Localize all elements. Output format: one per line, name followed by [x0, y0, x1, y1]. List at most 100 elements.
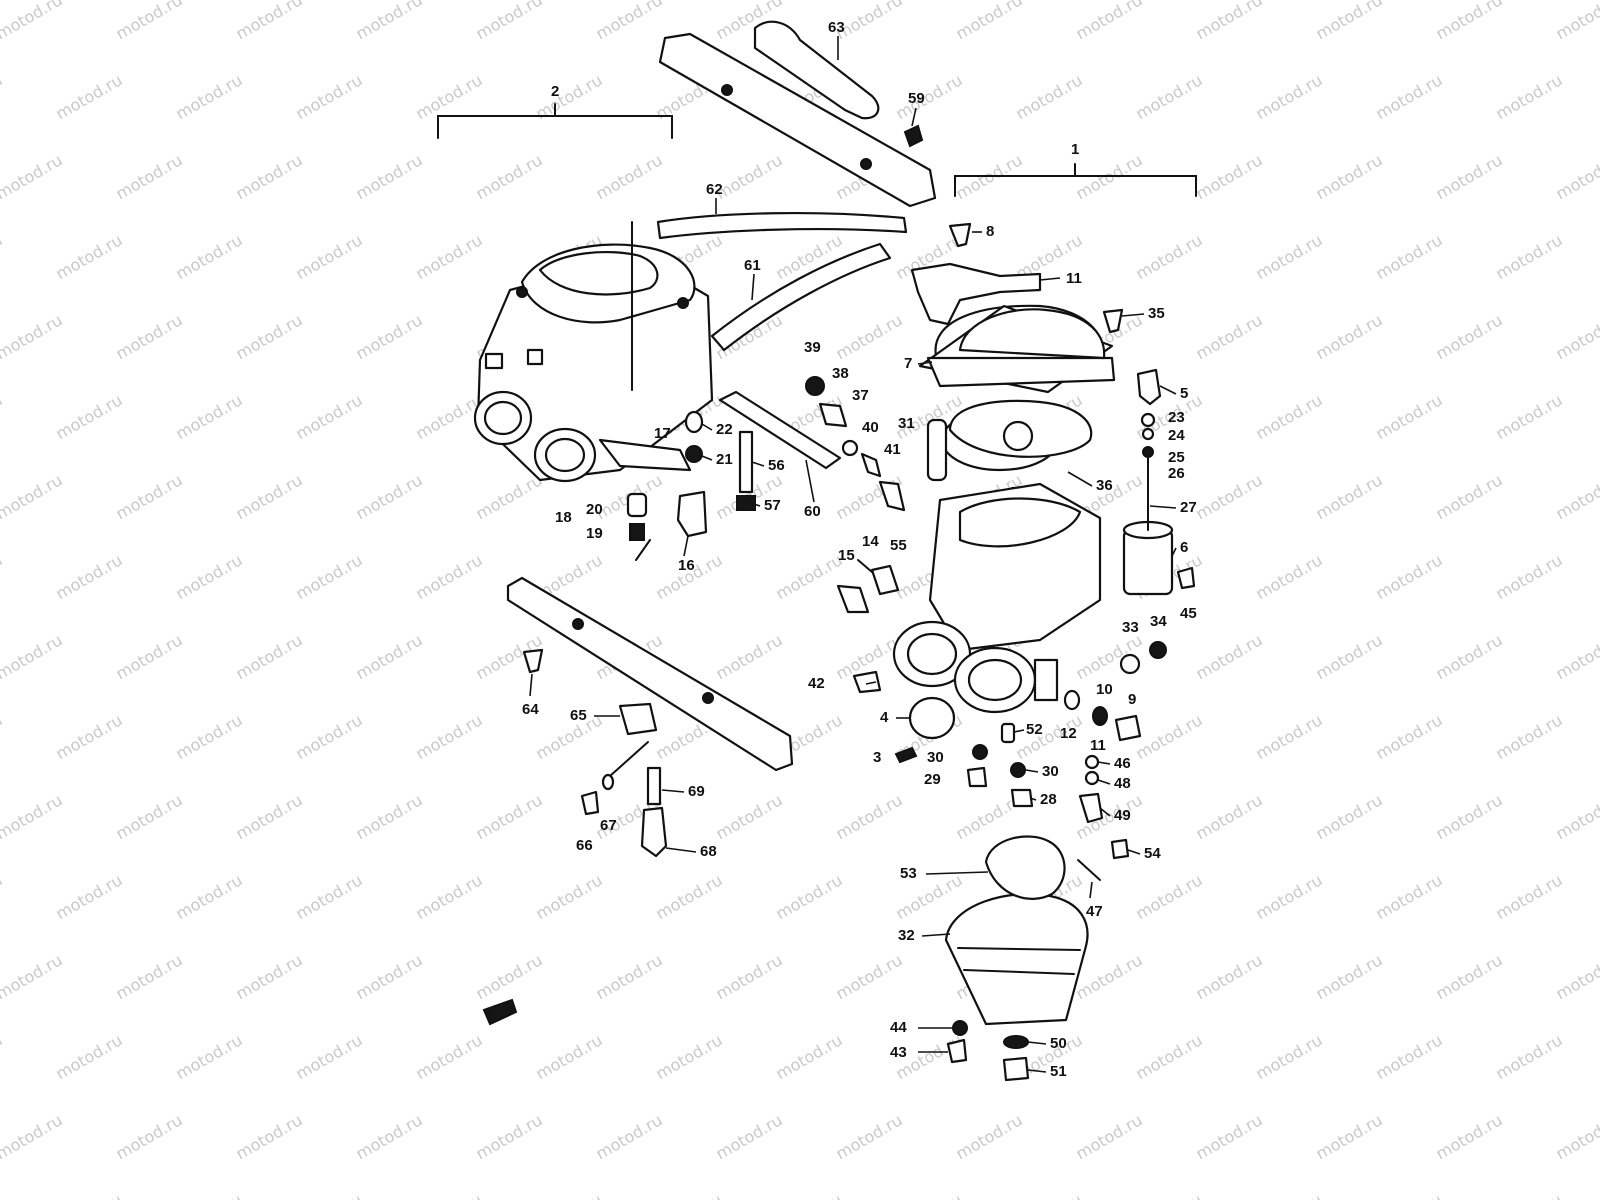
watermark-text: motod.ru	[593, 950, 666, 1003]
callout-36: 36	[1096, 477, 1113, 494]
watermark-text: motod.ru	[53, 1030, 126, 1083]
watermark-text: motod.ru	[53, 70, 126, 123]
callout-26: 26	[1168, 465, 1185, 482]
watermark-text: motod.ru	[1553, 150, 1600, 203]
callout-10: 10	[1096, 681, 1113, 698]
watermark-text: motod.ru	[0, 630, 66, 683]
callout-65: 65	[570, 707, 587, 724]
callout-20: 20	[586, 501, 603, 518]
callout-54: 54	[1144, 845, 1161, 862]
callout-23: 23	[1168, 409, 1185, 426]
callout-25: 25	[1168, 449, 1185, 466]
callout-56: 56	[768, 457, 785, 474]
watermark-text: motod.ru	[413, 870, 486, 923]
watermark-text: motod.ru	[113, 790, 186, 843]
watermark-text: motod.ru	[533, 1030, 606, 1083]
callout-31: 31	[898, 415, 915, 432]
watermark-text: motod.ru	[1493, 230, 1566, 283]
callout-15: 15	[838, 547, 855, 564]
watermark-text: motod.ru	[713, 150, 786, 203]
watermark-text: motod.ru	[0, 0, 66, 43]
watermark-text: motod.ru	[1253, 230, 1326, 283]
callout-52: 52	[1026, 721, 1043, 738]
watermark-text: motod.ru	[113, 310, 186, 363]
watermark-text: motod.ru	[233, 470, 306, 523]
watermark-text: motod.ru	[1553, 310, 1600, 363]
screw-35	[1102, 308, 1124, 334]
watermark-text: motod.ru	[353, 790, 426, 843]
watermark-text: motod.ru	[1133, 710, 1206, 763]
screw-29	[966, 766, 988, 788]
callout-51: 51	[1050, 1063, 1067, 1080]
callout-67: 67	[600, 817, 617, 834]
watermark-text: motod.ru	[353, 150, 426, 203]
callout-28: 28	[1040, 791, 1057, 808]
part-52	[1000, 722, 1016, 744]
watermark-text: motod.ru	[1193, 310, 1266, 363]
watermark-text: motod.ru	[1373, 550, 1446, 603]
callout-49: 49	[1114, 807, 1131, 824]
watermark-text: motod.ru	[413, 550, 486, 603]
watermark-text: motod.ru	[1313, 0, 1386, 43]
pin-47	[1077, 859, 1101, 881]
watermark-text: motod.ru	[293, 710, 366, 763]
watermark-text: motod.ru	[1193, 0, 1266, 43]
callout-69: 69	[688, 783, 705, 800]
watermark-text: motod.ru	[1313, 310, 1386, 363]
group-bracket-1: 1	[954, 141, 1197, 197]
callout-61: 61	[744, 257, 761, 274]
throttle-lever-parts	[836, 559, 900, 614]
callout-29: 29	[924, 771, 941, 788]
watermark-text: motod.ru	[893, 1190, 966, 1200]
watermark-text: motod.ru	[353, 0, 426, 43]
watermark-text: motod.ru	[1493, 390, 1566, 443]
watermark-text: motod.ru	[1193, 630, 1266, 683]
watermark-text: motod.ru	[1253, 1190, 1326, 1200]
watermark-text: motod.ru	[353, 1110, 426, 1163]
callout-11-b: 11	[1090, 737, 1106, 754]
watermark-text: motod.ru	[293, 1030, 366, 1083]
watermark-text: motod.ru	[53, 390, 126, 443]
watermark-text: motod.ru	[1373, 870, 1446, 923]
watermark-text: motod.ru	[0, 310, 66, 363]
small-rings	[1140, 412, 1156, 458]
callout-11-a: 11	[1066, 270, 1082, 287]
watermark-text: motod.ru	[773, 1030, 846, 1083]
watermark-text: motod.ru	[1253, 1030, 1326, 1083]
watermark-text: motod.ru	[1073, 1110, 1146, 1163]
callout-37: 37	[852, 387, 869, 404]
float-cover-53	[984, 835, 1066, 900]
watermark-text: motod.ru	[773, 1190, 846, 1200]
watermark-text: motod.ru	[293, 70, 366, 123]
callout-32: 32	[898, 927, 915, 944]
watermark-text: motod.ru	[1433, 470, 1506, 523]
watermark-text: motod.ru	[1253, 390, 1326, 443]
watermark-text: motod.ru	[653, 1030, 726, 1083]
callout-55: 55	[890, 537, 907, 554]
watermark-text: motod.ru	[1373, 1190, 1446, 1200]
watermark-text: motod.ru	[1133, 70, 1206, 123]
callout-34: 34	[1150, 613, 1167, 630]
watermark-text: motod.ru	[413, 1030, 486, 1083]
watermark-text: motod.ru	[1373, 1030, 1446, 1083]
callout-44: 44	[890, 1019, 907, 1036]
hose-62	[656, 211, 908, 240]
watermark-text: motod.ru	[1433, 310, 1506, 363]
part-42	[852, 670, 882, 694]
watermark-text: motod.ru	[113, 470, 186, 523]
watermark-text: motod.ru	[1193, 470, 1266, 523]
callout-14: 14	[862, 533, 879, 550]
parts-46-49	[1078, 754, 1104, 824]
group-label-2: 2	[551, 83, 559, 100]
callout-66: 66	[576, 837, 593, 854]
watermark-text: motod.ru	[1253, 70, 1326, 123]
watermark-text: motod.ru	[833, 790, 906, 843]
watermark-text: motod.ru	[113, 1110, 186, 1163]
watermark-text: motod.ru	[713, 790, 786, 843]
clamp-65	[618, 702, 658, 736]
watermark-text: motod.ru	[173, 70, 246, 123]
watermark-text: motod.ru	[233, 150, 306, 203]
watermark-text: motod.ru	[473, 470, 546, 523]
diaphragm-36	[948, 399, 1093, 458]
callout-39: 39	[804, 339, 821, 356]
